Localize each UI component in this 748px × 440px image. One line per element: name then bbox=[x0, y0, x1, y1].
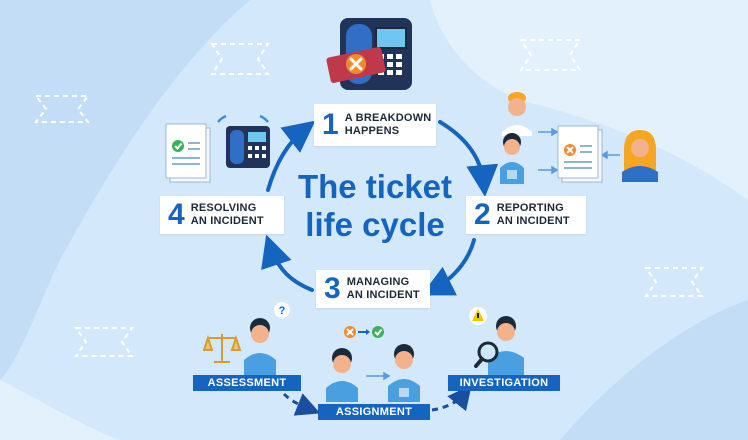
step-label-line2: AN INCIDENT bbox=[346, 289, 420, 301]
assignment-tag: ASSIGNMENT bbox=[318, 404, 430, 420]
assessment-tag: ASSESSMENT bbox=[193, 375, 301, 391]
customer-person bbox=[622, 130, 658, 182]
decor-tag bbox=[644, 267, 704, 297]
step-label-line1: RESOLVING bbox=[190, 202, 257, 214]
assignment-illustration bbox=[326, 326, 420, 402]
decor-tag bbox=[519, 39, 582, 71]
step-label-line1: A BREAKDOWN bbox=[344, 112, 432, 124]
decor-tag bbox=[33, 95, 91, 123]
step-number: 4 bbox=[168, 198, 185, 231]
document-check-icon bbox=[165, 123, 211, 183]
step-3-managing: 3 MANAGING AN INCIDENT bbox=[316, 270, 430, 308]
reporting-illustration bbox=[500, 92, 658, 184]
step-label-line1: REPORTING bbox=[496, 202, 564, 214]
reporter-person bbox=[502, 92, 532, 136]
cycle-arrow-3-4 bbox=[261, 234, 314, 292]
decor-tag bbox=[210, 43, 270, 75]
ringing-phone-icon bbox=[217, 114, 270, 168]
step-number: 1 bbox=[322, 108, 339, 141]
assessor-person bbox=[244, 318, 276, 376]
broken-phone-icon bbox=[326, 18, 412, 90]
step-1-breakdown: 1 A BREAKDOWN HAPPENS bbox=[314, 104, 436, 146]
scales-icon bbox=[202, 334, 242, 363]
assignment-to-investigation-arrow bbox=[431, 384, 472, 412]
investigation-tag: INVESTIGATION bbox=[448, 375, 560, 391]
step-number: 2 bbox=[474, 198, 491, 231]
step-label-line2: AN INCIDENT bbox=[496, 215, 570, 227]
step-4-resolving: 4 RESOLVING AN INCIDENT bbox=[160, 196, 284, 234]
warning-icon bbox=[469, 307, 487, 325]
assignee-person bbox=[388, 344, 420, 402]
step-label-line2: AN INCIDENT bbox=[190, 215, 264, 227]
step-2-reporting: 2 REPORTING AN INCIDENT bbox=[466, 196, 586, 234]
assessment-illustration: ? bbox=[202, 302, 290, 376]
decor-tag bbox=[74, 327, 134, 357]
step-label-line2: HAPPENS bbox=[344, 125, 400, 137]
question-icon bbox=[274, 302, 290, 318]
status-change-icon bbox=[344, 326, 384, 338]
manager-person bbox=[326, 348, 358, 402]
title-line2: life cycle bbox=[305, 206, 445, 243]
agent-person bbox=[500, 133, 524, 184]
magnifier-icon bbox=[474, 341, 499, 368]
step-label-line1: MANAGING bbox=[346, 276, 410, 288]
investigation-illustration bbox=[469, 307, 524, 376]
title-line1: The ticket bbox=[297, 168, 453, 205]
cycle-arrow-1-2 bbox=[438, 120, 499, 197]
cycle-arrow-2-3 bbox=[421, 238, 476, 296]
resolving-illustration bbox=[165, 114, 270, 183]
step-number: 3 bbox=[324, 272, 341, 305]
diagram-title: The ticket life cycle bbox=[280, 168, 470, 244]
cycle-arrow-4-1 bbox=[266, 120, 316, 192]
svg-text:?: ? bbox=[279, 305, 286, 317]
assessment-to-assignment-arrow bbox=[282, 392, 321, 416]
document-error-icon bbox=[557, 125, 603, 183]
